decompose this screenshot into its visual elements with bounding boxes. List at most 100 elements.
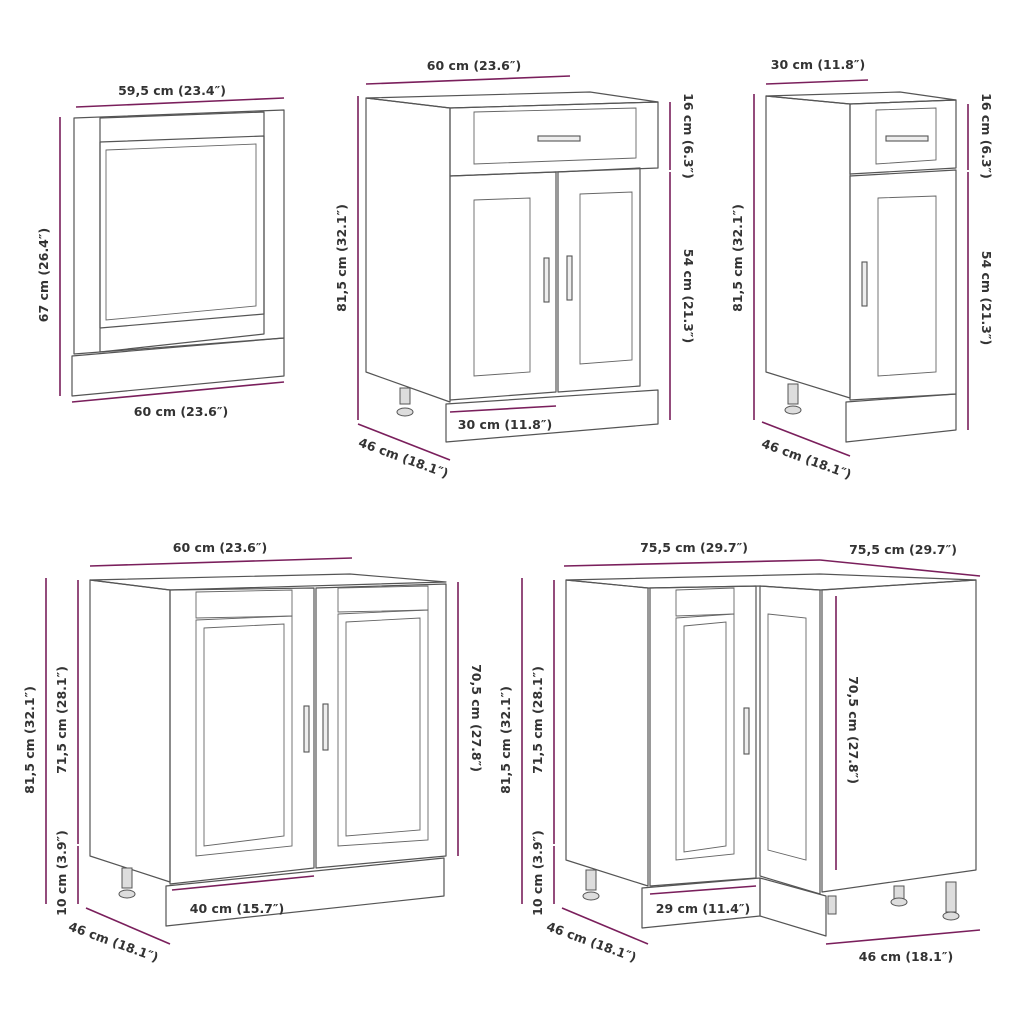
door-right-panel xyxy=(579,191,633,365)
door-left xyxy=(449,171,557,401)
dishwasher-top-width-label: 59,5 cm (23.4″) xyxy=(118,83,226,98)
drawer-base-60-dimensions: 60 cm (23.6″) 81,5 cm (32.1″) 16 cm (6.3… xyxy=(334,58,696,481)
drawer-handle xyxy=(885,135,929,142)
corner-depth-right-label: 46 cm (18.1″) xyxy=(859,949,953,964)
corner-width-right-label: 75,5 cm (29.7″) xyxy=(849,542,957,557)
drawer-front xyxy=(849,99,957,175)
door-handle xyxy=(743,707,750,755)
sink-base-cabinet-60 xyxy=(89,573,447,927)
corner-door-panel xyxy=(767,613,807,861)
corner-plinth-height-label: 10 cm (3.9″) xyxy=(530,830,545,916)
door-left-top-rail xyxy=(195,589,293,619)
corner-width-left-label: 75,5 cm (29.7″) xyxy=(640,540,748,555)
plinth xyxy=(445,389,659,443)
cabinet-side xyxy=(765,95,851,399)
door-panel xyxy=(683,621,727,853)
door xyxy=(649,585,757,887)
dim-line-bottom-width xyxy=(71,381,285,403)
door-right-handle xyxy=(566,255,573,301)
door-panel xyxy=(877,195,937,377)
drawer60-total-height-label: 81,5 cm (32.1″) xyxy=(334,204,349,312)
panel-recess xyxy=(105,143,257,321)
leg-3-foot xyxy=(942,911,960,921)
panel-outline xyxy=(73,109,285,355)
drawer30-total-height-label: 81,5 cm (32.1″) xyxy=(730,204,745,312)
dim-line-door-width xyxy=(171,875,315,891)
dim-line-width xyxy=(765,79,869,85)
corner-door xyxy=(759,585,821,895)
drawer-inner xyxy=(473,107,637,165)
dim-line-width-left xyxy=(563,559,821,567)
cabinet-top xyxy=(765,91,957,105)
door-top-rail xyxy=(675,587,735,617)
sink-depth-label: 46 cm (18.1″) xyxy=(67,919,161,965)
leg-1-foot xyxy=(582,891,600,901)
door-handle xyxy=(861,261,868,307)
corner-base-cabinet xyxy=(565,573,977,937)
dishwasher-bottom-width-label: 60 cm (23.6″) xyxy=(134,404,228,419)
corner-total-height-label: 81,5 cm (32.1″) xyxy=(498,686,513,794)
dim-line-door-width xyxy=(649,885,757,895)
drawer-handle xyxy=(537,135,581,142)
dim-line-width-right xyxy=(819,559,981,577)
sink-door-height-label: 70,5 cm (27.8″) xyxy=(469,664,484,772)
drawer60-door-width-label: 30 cm (11.8″) xyxy=(458,417,552,432)
door-right-top-rail xyxy=(337,585,429,613)
corner-door-width-label: 29 cm (11.4″) xyxy=(656,901,750,916)
sink-door-width-label: 40 cm (15.7″) xyxy=(190,901,284,916)
door-right-panel xyxy=(345,617,421,837)
door-right-frame xyxy=(337,609,429,847)
door-right xyxy=(315,583,447,869)
sink-body-height-label: 71,5 cm (28.1″) xyxy=(54,666,69,774)
door-right-handle xyxy=(322,703,329,751)
leg-foot xyxy=(784,405,802,415)
leg xyxy=(121,867,133,889)
panel-inner-frame xyxy=(99,135,265,329)
leg-1 xyxy=(585,869,597,891)
sink-total-height-label: 81,5 cm (32.1″) xyxy=(22,686,37,794)
drawer30-drawer-height-label: 16 cm (6.3″) xyxy=(979,93,994,179)
drawer60-width-label: 60 cm (23.6″) xyxy=(427,58,521,73)
plinth xyxy=(845,393,957,443)
plinth-corner xyxy=(759,877,827,937)
drawer30-width-label: 30 cm (11.8″) xyxy=(771,57,865,72)
dim-line-width xyxy=(365,75,571,85)
dishwasher-height-label: 67 cm (26.4″) xyxy=(36,228,51,322)
leg-3 xyxy=(945,881,957,913)
drawer60-drawer-height-label: 16 cm (6.3″) xyxy=(681,93,696,179)
leg-4 xyxy=(827,895,837,915)
sink-width-label: 60 cm (23.6″) xyxy=(173,540,267,555)
leg-foot xyxy=(396,407,414,417)
drawer30-depth-label: 46 cm (18.1″) xyxy=(760,436,854,482)
dim-line-depth-left xyxy=(561,907,649,945)
dim-line-depth xyxy=(761,421,851,457)
drawer-inner xyxy=(875,107,937,165)
dim-line-door-width xyxy=(449,405,557,413)
cabinet-top xyxy=(89,573,447,591)
leg xyxy=(399,387,411,405)
dim-line-depth xyxy=(85,907,171,945)
drawer-front xyxy=(449,101,659,177)
drawer60-door-height-label: 54 cm (21.3″) xyxy=(681,249,696,343)
door-frame xyxy=(675,613,735,861)
cabinet-side-left xyxy=(565,579,649,887)
cabinet-side-right xyxy=(821,579,977,893)
dim-line-depth-right xyxy=(825,929,981,945)
drawer-base-cabinet-60 xyxy=(365,91,659,443)
door-left-handle xyxy=(303,705,310,753)
sink-base-dimensions: 60 cm (23.6″) 81,5 cm (32.1″) 71,5 cm (2… xyxy=(22,540,484,965)
door-left-frame xyxy=(195,615,293,857)
drawer-base-cabinet-30 xyxy=(765,91,957,443)
leg-foot xyxy=(118,889,136,899)
drawer30-door-height-label: 54 cm (21.3″) xyxy=(979,251,994,345)
dishwasher-panel xyxy=(71,109,285,397)
cabinet-side xyxy=(365,97,451,403)
cabinet-side xyxy=(89,579,171,883)
door-left-panel xyxy=(203,623,285,847)
dim-line-top-width xyxy=(75,97,285,108)
leg-2-foot xyxy=(890,897,908,907)
door-right xyxy=(557,167,641,393)
panel-plinth xyxy=(71,337,285,397)
